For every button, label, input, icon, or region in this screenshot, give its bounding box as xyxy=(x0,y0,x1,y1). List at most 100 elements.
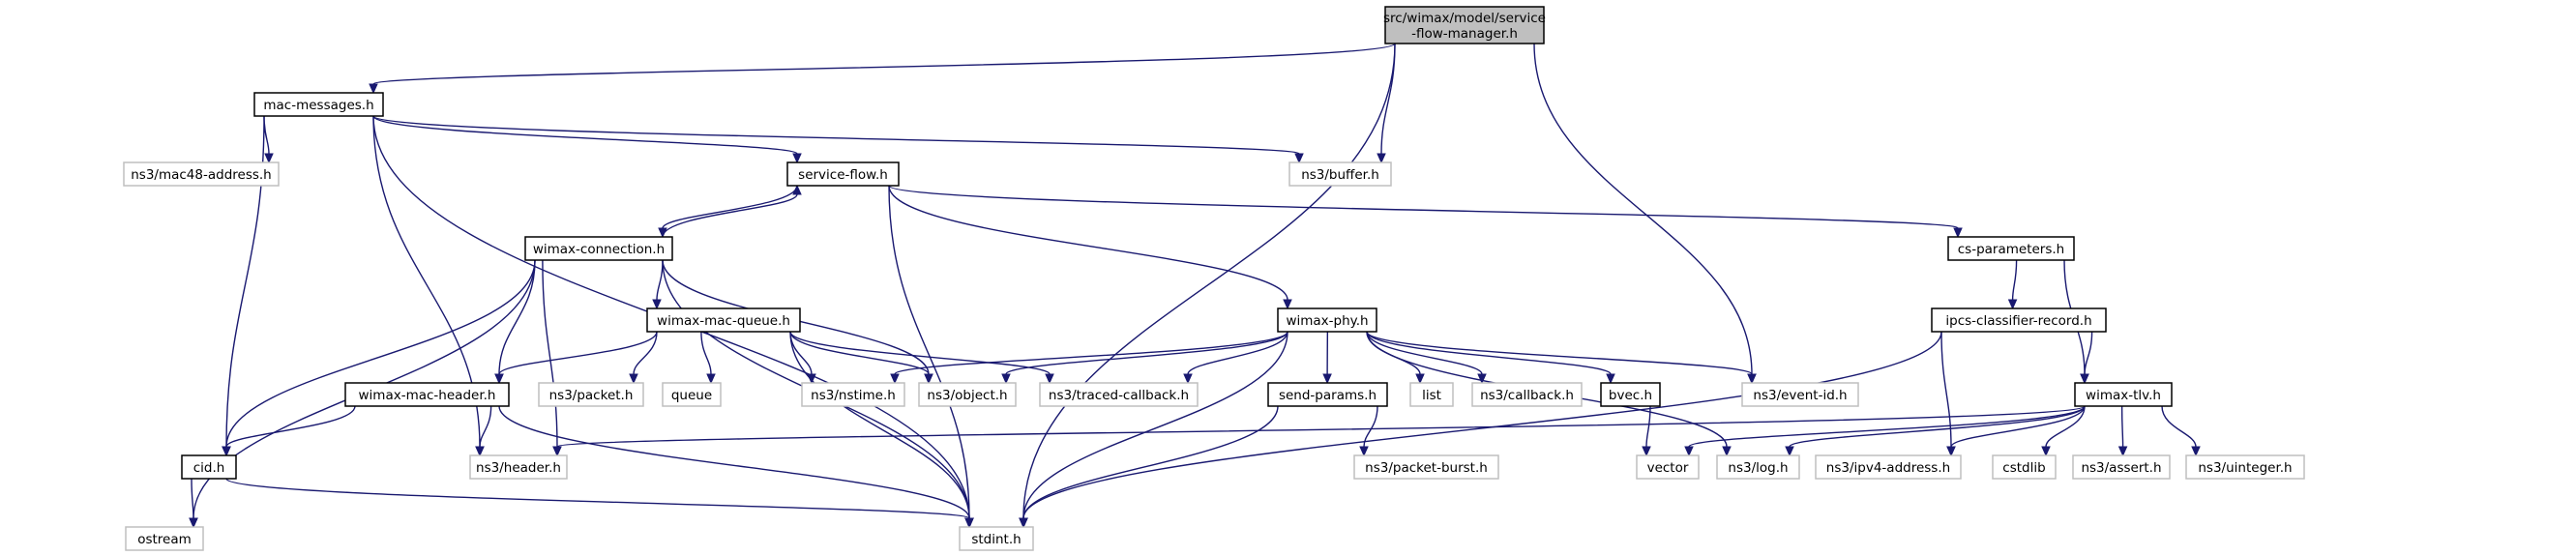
edge-line xyxy=(479,405,492,448)
dependency-edge-wimax_tlv-to-log xyxy=(1785,405,2086,457)
edge-line xyxy=(894,331,1288,375)
arrow-head-icon xyxy=(189,517,198,529)
edge-line xyxy=(656,259,664,301)
edge-line xyxy=(789,331,970,519)
edge-line xyxy=(1688,405,2086,448)
dependency-edge-root-to-buffer xyxy=(1377,43,1396,164)
node-box xyxy=(181,454,237,480)
edge-line xyxy=(1380,43,1396,155)
arrow-head-icon xyxy=(1377,153,1386,164)
node-wimax-mac-header[interactable]: wimax-mac-header.h xyxy=(344,382,510,407)
node-cs-parameters[interactable]: cs-parameters.h xyxy=(1947,236,2075,261)
node-label: ns3/assert.h xyxy=(2081,460,2161,476)
node-bvec[interactable]: bvec.h xyxy=(1600,382,1661,407)
node-object: ns3/object.h xyxy=(918,382,1017,407)
dependency-edge-wimax_phy-to-event_id xyxy=(1366,331,1757,385)
edge-line xyxy=(556,405,2086,448)
node-box xyxy=(801,382,905,407)
node-box xyxy=(344,382,510,407)
nodes-layer: src/wimax/model/service-flow-manager.h ma… xyxy=(123,6,2305,551)
arrow-head-icon xyxy=(652,299,662,310)
edge-line xyxy=(263,115,270,155)
node-box xyxy=(469,454,568,480)
edge-line xyxy=(1005,331,1288,375)
dependency-edge-wimax_tlv-to-vector xyxy=(1684,405,2086,457)
node-wimax-connection[interactable]: wimax-connection.h xyxy=(524,236,673,261)
edge-line xyxy=(1366,331,1612,375)
dependency-edge-ipcs-to-stdint xyxy=(1019,331,1942,529)
dependency-edge-ipcs-to-ipv4 xyxy=(1940,331,1956,457)
node-cid[interactable]: cid.h xyxy=(181,454,237,480)
node-header: ns3/header.h xyxy=(469,454,568,480)
arrow-head-icon xyxy=(369,83,378,95)
node-label: list xyxy=(1422,388,1441,403)
node-label: ns3/nstime.h xyxy=(811,388,896,403)
edge-line xyxy=(888,185,1288,301)
edge-line xyxy=(498,331,658,375)
node-box xyxy=(1741,382,1859,407)
node-label: -flow-manager.h xyxy=(1411,26,1518,42)
node-box xyxy=(253,92,384,117)
edge-line xyxy=(2011,259,2018,301)
arrow-head-icon xyxy=(924,373,933,385)
node-label: ipcs-classifier-record.h xyxy=(1945,313,2091,329)
arrow-head-icon xyxy=(1785,446,1794,457)
edge-line xyxy=(1533,43,1753,375)
edge-line xyxy=(372,115,1300,155)
node-label: ns3/packet-burst.h xyxy=(1365,460,1488,476)
edge-line xyxy=(498,405,970,519)
node-root[interactable]: src/wimax/model/service-flow-manager.h xyxy=(1383,6,1546,44)
arrow-head-icon xyxy=(1359,446,1369,457)
node-label: send-params.h xyxy=(1279,388,1377,403)
edge-line xyxy=(1187,331,1288,375)
node-label: wimax-tlv.h xyxy=(2086,388,2161,403)
dependency-edge-root-to-mac_messages xyxy=(369,43,1396,95)
node-box xyxy=(1471,382,1583,407)
node-box xyxy=(524,236,673,261)
dependency-edge-service_flow-to-cs_parameters xyxy=(888,185,1963,239)
node-box xyxy=(1384,6,1545,44)
node-box xyxy=(1992,454,2057,480)
node-label: cid.h xyxy=(193,460,225,476)
dependency-edge-cid-to-ostream xyxy=(189,478,198,529)
edge-line xyxy=(498,259,536,375)
dependency-edge-wimax_mac_queue-to-stdint xyxy=(789,331,974,529)
edge-line xyxy=(1366,331,1753,375)
node-label: wimax-phy.h xyxy=(1286,313,1368,329)
arrow-head-icon xyxy=(2041,446,2051,457)
arrow-head-icon xyxy=(475,446,485,457)
dependency-edge-wimax_mac_queue-to-packet xyxy=(629,331,658,385)
arrow-head-icon xyxy=(1946,446,1956,457)
node-label: stdint.h xyxy=(971,532,1021,547)
node-wimax-phy[interactable]: wimax-phy.h xyxy=(1277,307,1377,333)
edge-line xyxy=(662,193,798,238)
edge-line xyxy=(1789,405,2086,448)
dependency-edge-wimax_mac_queue-to-queue xyxy=(700,331,716,385)
dependency-edge-wimax_mac_queue-to-traced_callback xyxy=(789,331,1054,385)
edge-line xyxy=(372,43,1396,85)
arrow-head-icon xyxy=(1953,227,1963,239)
node-mac-messages[interactable]: mac-messages.h xyxy=(253,92,384,117)
dependency-edge-wimax_phy-to-callback xyxy=(1366,331,1487,385)
edge-line xyxy=(789,331,930,375)
node-box xyxy=(123,161,280,187)
node-wimax-mac-queue[interactable]: wimax-mac-queue.h xyxy=(646,307,801,333)
edges-layer xyxy=(189,43,2201,529)
node-ipcs[interactable]: ipcs-classifier-record.h xyxy=(1931,307,2107,333)
arrow-head-icon xyxy=(2117,446,2128,457)
dependency-edge-wimax_mac_header-to-stdint xyxy=(498,405,974,529)
node-wimax-tlv[interactable]: wimax-tlv.h xyxy=(2074,382,2173,407)
edge-line xyxy=(633,331,658,375)
node-send-params[interactable]: send-params.h xyxy=(1267,382,1388,407)
node-box xyxy=(1409,382,1454,407)
node-ostream: ostream xyxy=(125,526,204,551)
arrow-head-icon xyxy=(1183,373,1193,385)
node-service-flow[interactable]: service-flow.h xyxy=(786,161,900,187)
node-box xyxy=(1815,454,1962,480)
edge-line xyxy=(662,185,798,229)
dependency-edge-wimax_mac_queue-to-wimax_mac_header xyxy=(494,331,658,385)
edge-line xyxy=(1950,405,2086,448)
arrow-head-icon xyxy=(807,373,816,385)
arrow-head-icon xyxy=(792,153,802,164)
